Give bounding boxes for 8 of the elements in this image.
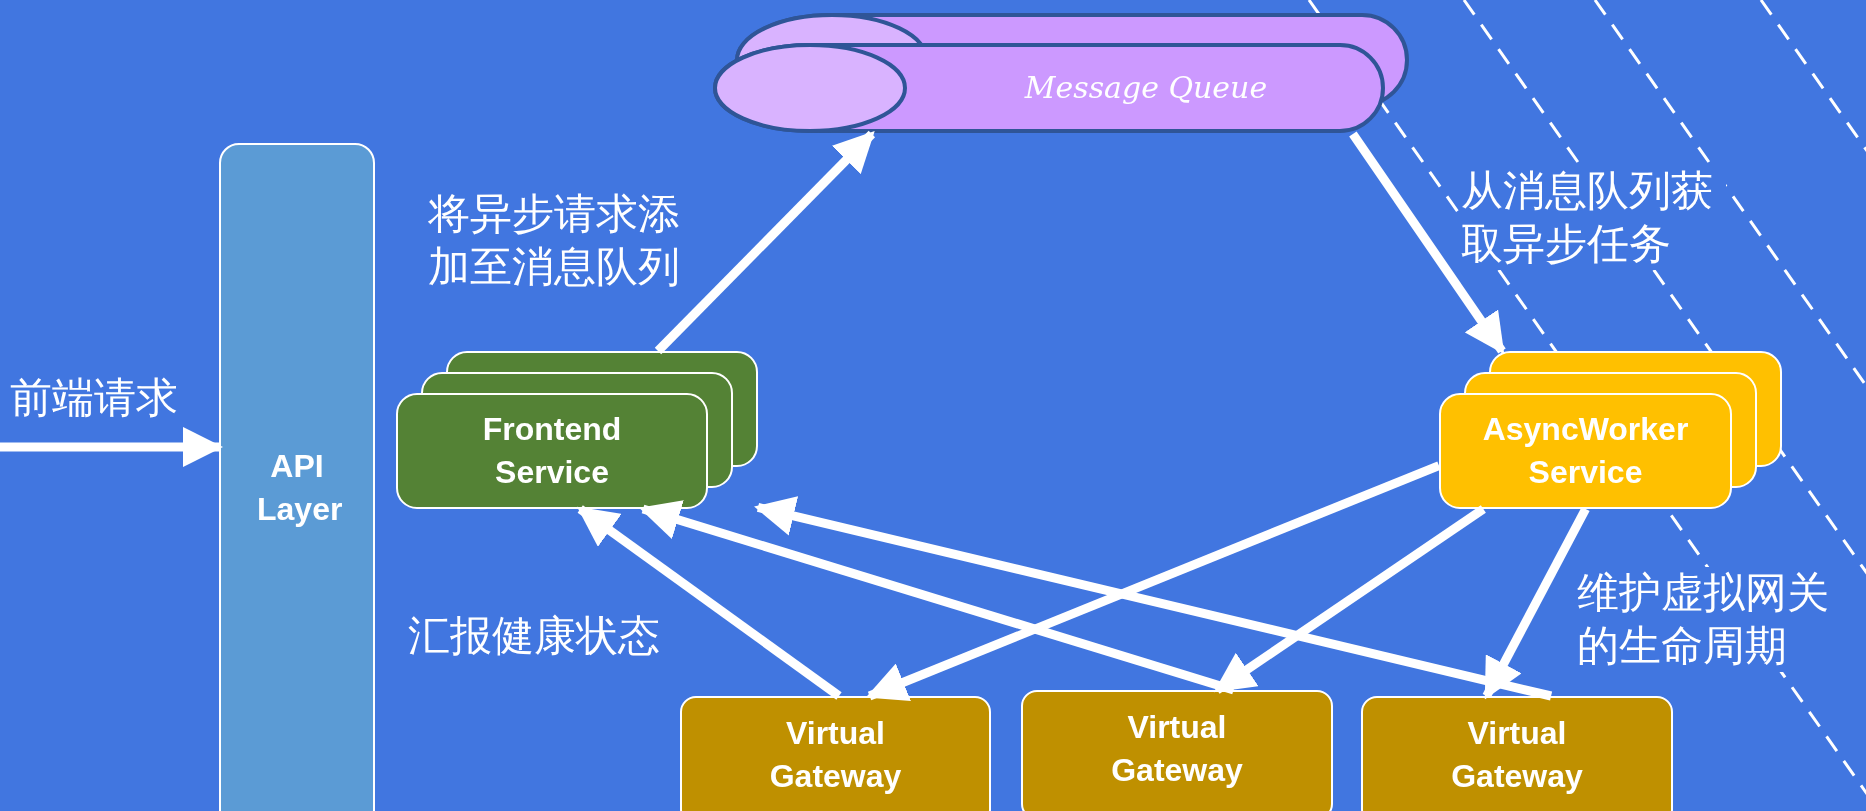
arrow <box>0 426 224 468</box>
layer-bar: API Layer <box>219 143 375 811</box>
gateway-box: Virtual Gateway <box>1361 696 1673 811</box>
gateway-box: Virtual Gateway <box>680 696 991 811</box>
gateway-box: Virtual Gateway <box>1021 690 1333 811</box>
arrow <box>639 500 1235 695</box>
arrow <box>754 496 1553 701</box>
arrow <box>865 461 1441 702</box>
